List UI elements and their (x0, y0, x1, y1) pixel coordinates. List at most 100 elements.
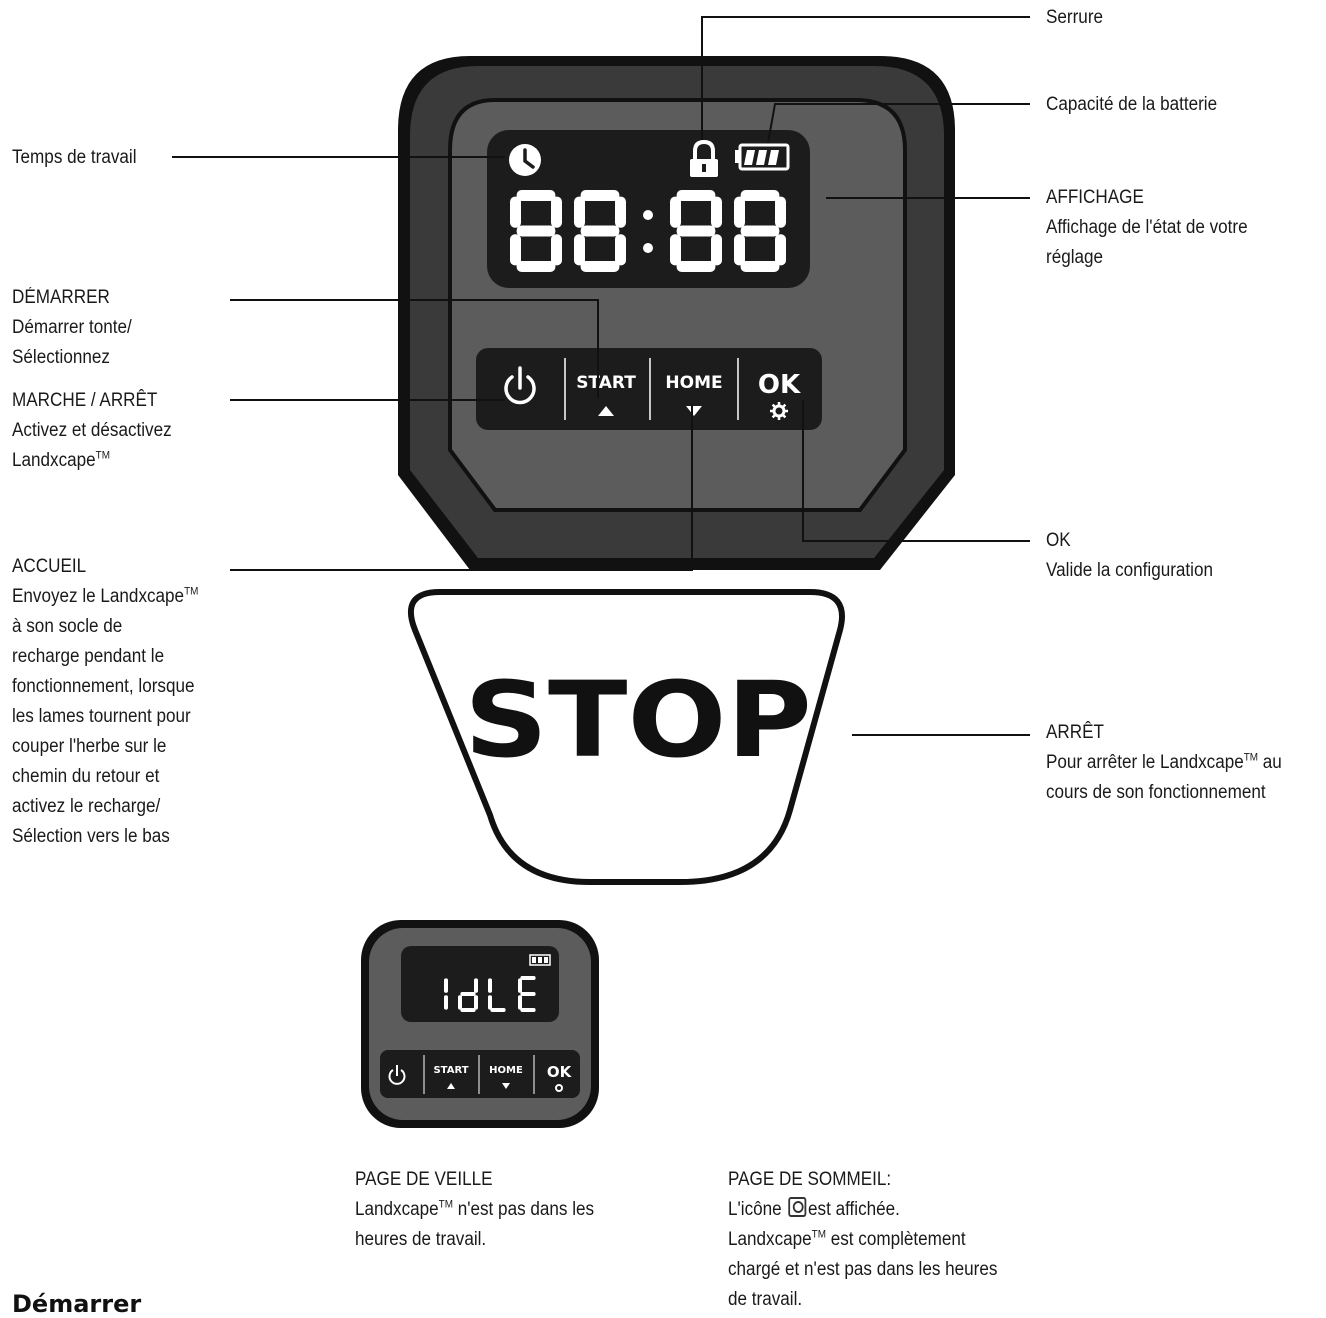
gear-icon (770, 402, 788, 420)
start-label: START (576, 373, 636, 393)
colon (643, 210, 653, 253)
segment (474, 978, 478, 993)
label-affichage: AFFICHAGE Affichage de l'état de votre r… (1046, 183, 1248, 273)
home-label: HOME (665, 373, 722, 393)
button-bar (476, 348, 822, 430)
veille-title: PAGE DE VEILLE (355, 1169, 493, 1190)
label-accueil: ACCUEIL Envoyez le LandxcapeTM à son soc… (12, 552, 198, 852)
marche-line-1: Activez et désactivez (12, 420, 172, 441)
veille-line-1b: n'est pas dans les (452, 1199, 595, 1220)
segment (516, 261, 556, 272)
label-ok: OK Valide la configuration (1046, 526, 1213, 586)
sommeil-line-2b: est complètement (825, 1229, 966, 1250)
arret-line-1a: Pour arrêter le Landxcape (1046, 752, 1244, 773)
marche-title: MARCHE / ARRÊT (12, 390, 158, 411)
down-arrow-icon (686, 406, 702, 416)
segment (520, 1008, 536, 1012)
sommeil-line-4: de travail. (728, 1289, 803, 1310)
power-icon[interactable] (504, 366, 536, 405)
segment (510, 234, 521, 266)
segment (551, 196, 562, 228)
segment (670, 196, 681, 228)
stop-label: STOP (464, 661, 812, 782)
ok-line-1: Valide la configuration (1046, 560, 1213, 581)
marche-line-2: Landxcape (12, 450, 96, 471)
segment (580, 261, 620, 272)
arret-line-1b: au (1258, 752, 1282, 773)
segment (460, 992, 476, 996)
accueil-line-7: chemin du retour et (12, 766, 160, 787)
label-demarrer: DÉMARRER Démarrer tonte/ Sélectionnez (12, 283, 132, 373)
segment (580, 190, 620, 201)
segment (488, 995, 492, 1010)
accueil-title: ACCUEIL (12, 556, 87, 577)
segment (574, 196, 585, 228)
tm-mark: TM (438, 1198, 453, 1211)
mini-home-label: HOME (489, 1065, 523, 1076)
ok-label: OK (758, 370, 801, 400)
segment (580, 225, 620, 237)
segment (520, 976, 536, 980)
affichage-line-2: réglage (1046, 247, 1104, 268)
segment (615, 196, 626, 228)
segment (740, 225, 780, 237)
label-temps-travail: Temps de travail (12, 147, 137, 168)
tm-mark: TM (811, 1228, 826, 1241)
tm-mark: TM (95, 449, 110, 462)
mini-battery-icon (529, 954, 551, 966)
sommeil-line-3: chargé et n'est pas dans les heures (728, 1259, 998, 1280)
ok-button[interactable]: OK (758, 370, 801, 420)
segment (444, 978, 448, 993)
segment (490, 1008, 506, 1012)
ok-title: OK (1046, 530, 1071, 551)
segment (520, 992, 536, 996)
mini-gear-icon (555, 1084, 563, 1092)
demarrer-line-2: Sélectionnez (12, 347, 110, 368)
sommeil-line-1b: est affichée. (808, 1199, 900, 1220)
start-button[interactable]: START (576, 373, 636, 416)
arret-line-2: cours de son fonctionnement (1046, 782, 1266, 803)
label-serrure: Serrure (1046, 7, 1104, 28)
segment (676, 190, 716, 201)
segment (711, 196, 722, 228)
mini-down-arrow-icon (502, 1083, 510, 1089)
segment (711, 234, 722, 266)
segment (474, 995, 478, 1010)
affichage-line-1: Affichage de l'état de votre (1046, 217, 1248, 238)
mini-up-arrow-icon (447, 1083, 455, 1089)
caption-veille: PAGE DE VEILLE LandxcapeTM n'est pas dan… (355, 1165, 594, 1255)
accueil-line-9: Sélection vers le bas (12, 826, 170, 847)
segment (676, 261, 716, 272)
stop-button[interactable]: STOP (408, 589, 845, 885)
accueil-line-3: recharge pendant le (12, 646, 165, 667)
accueil-line-6: couper l'herbe sur le (12, 736, 167, 757)
accueil-line-2: à son socle de (12, 616, 123, 637)
mini-start-label: START (433, 1065, 468, 1076)
demarrer-line-1: Démarrer tonte/ (12, 317, 132, 338)
clock-icon (509, 144, 541, 176)
mini-control-panel: START HOME OK (361, 920, 599, 1128)
segment (551, 234, 562, 266)
caption-sommeil: PAGE DE SOMMEIL: L'icône est affichée. L… (728, 1165, 997, 1315)
accueil-line-5: les lames tournent pour (12, 706, 191, 727)
segment (740, 190, 780, 201)
mini-button-bar (380, 1050, 580, 1098)
segment (775, 234, 786, 266)
accueil-line-4: fonctionnement, lorsque (12, 676, 195, 697)
segment (458, 995, 462, 1010)
segment (615, 234, 626, 266)
mini-ok-label: OK (547, 1063, 573, 1081)
label-marche-arret: MARCHE / ARRÊT Activez et désactivez Lan… (12, 386, 172, 476)
segment (574, 234, 585, 266)
section-heading: Démarrer (12, 1290, 142, 1318)
clock-icon (788, 1197, 807, 1217)
accueil-line-1: Envoyez le Landxcape (12, 586, 185, 607)
label-batterie: Capacité de la batterie (1046, 94, 1218, 115)
arret-title: ARRÊT (1046, 722, 1104, 743)
home-button[interactable]: HOME (665, 373, 723, 416)
sommeil-line-2a: Landxcape (728, 1229, 812, 1250)
tm-mark: TM (1243, 751, 1259, 764)
segment (516, 190, 556, 201)
segment (734, 234, 745, 266)
display-digits (510, 190, 786, 272)
